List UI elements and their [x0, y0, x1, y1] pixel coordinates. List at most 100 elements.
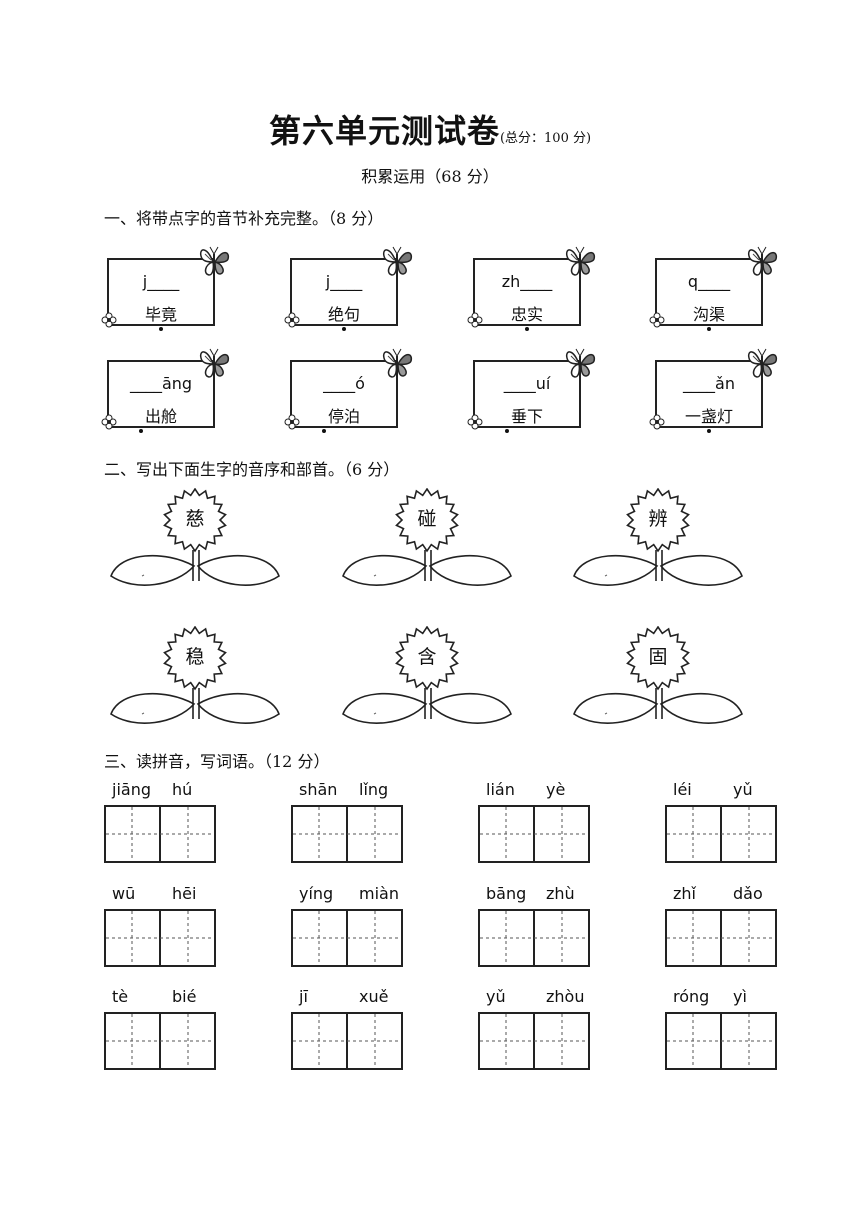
- pinyin-row: léi yǔ: [669, 780, 775, 802]
- pinyin-syllable-2: yǔ: [733, 780, 753, 799]
- butterfly-icon: [745, 346, 779, 382]
- writing-grid[interactable]: [665, 909, 777, 967]
- dotted-word: 一盏灯: [684, 407, 733, 426]
- pinyin-card: j____毕竟: [101, 246, 230, 331]
- pinyin-card: q____沟渠: [649, 246, 778, 331]
- pinyin-card: ____āng 出舱: [101, 348, 230, 433]
- pinyin-syllable-1: yíng: [299, 884, 334, 903]
- sunflower-plant: 辨: [573, 488, 743, 588]
- pinyin-syllable-2: bié: [172, 987, 197, 1006]
- flower-icon: [101, 312, 117, 328]
- writing-grid[interactable]: [665, 1012, 777, 1070]
- pinyin-syllable-1: róng: [673, 987, 710, 1006]
- section3-heading: 三、读拼音，写词语。（12 分）: [104, 752, 330, 771]
- pinyin-blank[interactable]: ____ǎn: [683, 374, 735, 393]
- pinyin-syllable-1: shān: [299, 780, 338, 799]
- plant-character: 碰: [417, 508, 437, 530]
- flower-head: [163, 626, 227, 691]
- pinyin-syllable-2: zhòu: [546, 987, 585, 1006]
- card-frame: ____āng 出舱: [107, 360, 215, 433]
- writing-grid[interactable]: [291, 805, 403, 863]
- card-frame: j____绝句: [290, 258, 398, 331]
- card-frame: j____毕竟: [107, 258, 215, 331]
- plant-drawing: [110, 626, 280, 724]
- pinyin-syllable-1: yǔ: [486, 987, 506, 1006]
- pinyin-blank[interactable]: ____āng: [129, 374, 193, 393]
- sunflower-plant: 固: [573, 626, 743, 726]
- right-leaf: [196, 692, 280, 724]
- pinyin-syllable-2: zhù: [546, 884, 575, 903]
- right-leaf: [659, 692, 743, 724]
- stem: [655, 688, 663, 719]
- stem: [424, 550, 432, 581]
- pinyin-blank[interactable]: q____: [687, 272, 731, 291]
- flower-icon: [284, 414, 300, 430]
- pinyin-syllable-1: lián: [486, 780, 515, 799]
- plant-drawing: [342, 488, 512, 586]
- butterfly-icon: [563, 244, 597, 280]
- butterfly-icon: [380, 346, 414, 382]
- left-leaf: [110, 692, 196, 724]
- writing-grid[interactable]: [665, 805, 777, 863]
- writing-grid[interactable]: [291, 909, 403, 967]
- pinyin-blank[interactable]: j____: [142, 272, 180, 291]
- dotted-word: 停泊: [327, 407, 360, 426]
- writing-grid[interactable]: [478, 909, 590, 967]
- section1-heading: 一、将带点字的音节补充完整。（8 分）: [104, 209, 384, 228]
- stem: [424, 688, 432, 719]
- pinyin-blank[interactable]: ____ó: [323, 374, 365, 393]
- pinyin-row: róng yì: [669, 987, 775, 1009]
- pinyin-blank[interactable]: ____uí: [503, 374, 551, 393]
- pinyin-card: ____uí 垂下: [467, 348, 596, 433]
- flower-icon: [649, 312, 665, 328]
- writing-grid[interactable]: [291, 1012, 403, 1070]
- pinyin-syllable-1: jī: [299, 987, 308, 1006]
- stem: [192, 688, 200, 719]
- pinyin-blank[interactable]: zh____: [501, 272, 553, 291]
- writing-grid[interactable]: [104, 1012, 216, 1070]
- writing-grid[interactable]: [478, 805, 590, 863]
- pinyin-syllable-2: hēi: [172, 884, 197, 903]
- pinyin-syllable-1: léi: [673, 780, 692, 799]
- left-leaf: [342, 554, 428, 586]
- emphasis-dot: [139, 429, 143, 433]
- right-leaf: [196, 554, 280, 586]
- left-leaf: [573, 692, 659, 724]
- plant-character: 慈: [185, 508, 205, 530]
- plant-drawing: [573, 626, 743, 724]
- writing-grid[interactable]: [478, 1012, 590, 1070]
- plant-drawing: [110, 488, 280, 586]
- sunflower-plant: 稳: [110, 626, 280, 726]
- flower-icon: [467, 312, 483, 328]
- writing-grid[interactable]: [104, 805, 216, 863]
- pinyin-syllable-2: yì: [733, 987, 747, 1006]
- page-header: 第六单元测试卷(总分：100 分): [0, 106, 860, 152]
- dotted-word: 忠实: [510, 305, 543, 324]
- butterfly-icon: [563, 346, 597, 382]
- dotted-word: 垂下: [510, 407, 543, 426]
- left-leaf: [573, 554, 659, 586]
- writing-grid[interactable]: [104, 909, 216, 967]
- pinyin-word-item: róng yì: [665, 987, 777, 1070]
- pinyin-syllable-2: dǎo: [733, 884, 763, 903]
- butterfly-icon: [197, 346, 231, 382]
- flower-head: [626, 488, 690, 553]
- card-frame: ____ǎn 一盏灯: [655, 360, 763, 433]
- pinyin-blank[interactable]: j____: [325, 272, 363, 291]
- card-frame: ____uí 垂下: [473, 360, 581, 433]
- dotted-word: 出舱: [144, 407, 177, 426]
- section-group-title: 积累运用（68 分）: [361, 167, 499, 186]
- pinyin-card: ____ó 停泊: [284, 348, 413, 433]
- stem: [192, 550, 200, 581]
- emphasis-dot: [342, 327, 346, 331]
- pinyin-syllable-1: jiāng: [112, 780, 151, 799]
